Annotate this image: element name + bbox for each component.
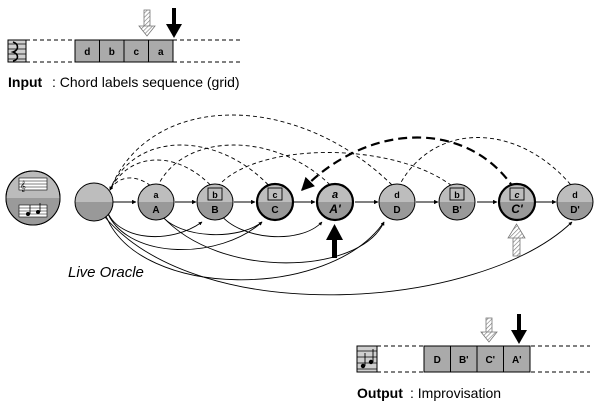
oracle-node: dD' <box>556 183 594 221</box>
oracle-node-label-top: d <box>572 190 578 200</box>
output-cell-label: C' <box>485 355 495 366</box>
input-cell-label: c <box>133 47 139 58</box>
oracle-node-label-bottom: A <box>152 205 159 216</box>
output-title: Output <box>357 385 403 401</box>
input-hatched-arrow <box>138 9 156 37</box>
oracle-node-label-top: b <box>212 190 218 200</box>
forward-transitions <box>103 212 573 296</box>
input-cell: c <box>123 39 149 63</box>
oracle-node: aA' <box>315 182 355 222</box>
input-subtitle: : Chord labels sequence (grid) <box>52 74 240 90</box>
input-section: d b c a Input : Chord labels sequence (grid… <box>7 8 240 90</box>
oracle-node-label-top: b <box>454 190 460 200</box>
input-cell: b <box>99 39 125 63</box>
oracle-node-label-top: d <box>394 190 400 200</box>
oracle-node-label-bottom: C <box>271 205 278 216</box>
oracle-node: dD <box>378 183 416 221</box>
output-cell: B' <box>450 345 478 373</box>
output-cell: A' <box>503 345 531 373</box>
oracle-node-label-bottom: D <box>393 205 400 216</box>
oracle-section: 𝄞 <box>5 114 594 296</box>
input-cell-label: a <box>158 47 164 58</box>
oracle-node: bB' <box>438 183 476 221</box>
bold-suffix-link <box>301 136 516 191</box>
input-cell: d <box>74 39 100 63</box>
output-cell: D <box>423 345 451 373</box>
score-icon <box>356 345 378 373</box>
oracle-node-label-bottom: A' <box>328 202 342 216</box>
oracle-hatched-arrow <box>507 223 526 257</box>
oracle-node-label-bottom: D' <box>570 205 580 216</box>
oracle-node-label-bottom: C' <box>511 202 524 216</box>
oracle-node-label-bottom: B' <box>452 205 462 216</box>
oracle-current-arrow <box>326 224 343 258</box>
suffix-links <box>109 114 576 191</box>
output-hatched-arrow <box>480 317 498 343</box>
input-cell-label: d <box>84 47 90 58</box>
oracle-node-label-top: a <box>153 190 159 200</box>
oracle-node-label-top: c <box>272 190 277 200</box>
input-cell: a <box>148 39 174 63</box>
oracle-node: bB <box>196 183 234 221</box>
oracle-node-label-top: c <box>514 190 519 200</box>
output-cell-label: B' <box>459 355 469 366</box>
output-cell: C' <box>476 345 504 373</box>
output-section: D B' C' A' Output : Improvisation <box>356 314 590 401</box>
output-subtitle: : Improvisation <box>410 385 501 401</box>
output-cell-label: D <box>434 355 441 366</box>
input-title: Input <box>8 74 43 90</box>
output-cell-label: A' <box>512 355 522 366</box>
score-icon <box>7 39 27 63</box>
oracle-label: Live Oracle <box>68 264 144 281</box>
oracle-node: cC' <box>497 182 537 222</box>
oracle-node-label-top: a <box>332 189 338 201</box>
input-cell-label: b <box>109 47 115 58</box>
svg-text:𝄞: 𝄞 <box>20 180 26 192</box>
input-current-arrow <box>166 8 182 38</box>
oracle-node: aA <box>137 183 175 221</box>
oracle-root-node <box>74 182 114 222</box>
score-disc-icon: 𝄞 <box>5 170 61 226</box>
oracle-node-label-bottom: B <box>211 205 218 216</box>
oracle-node: cC <box>255 182 295 222</box>
output-current-arrow <box>511 314 527 344</box>
